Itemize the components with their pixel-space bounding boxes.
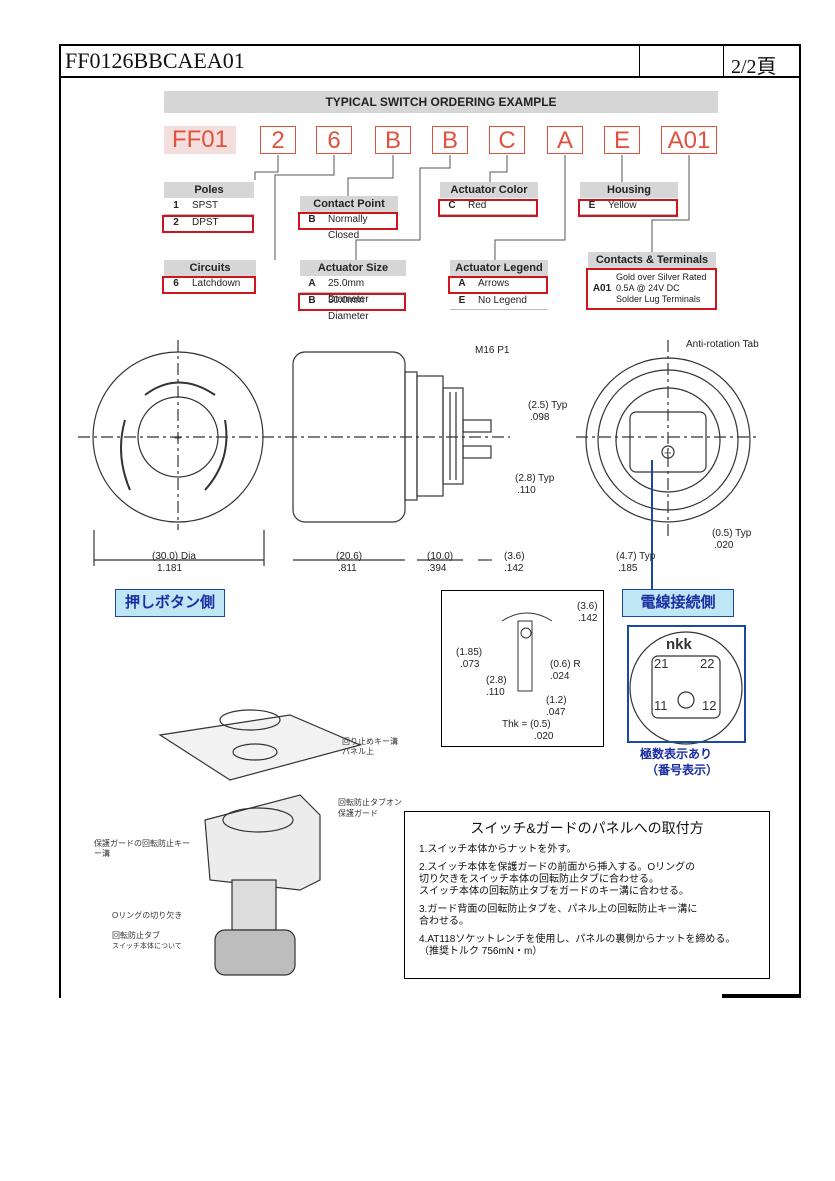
step-2c: スイッチ本体の回転防止タブをガードのキー溝に合わせる。	[419, 886, 689, 897]
label-anti-rot-tab-2: 回転防止タブ	[112, 931, 160, 940]
actuator-color-highlight	[438, 199, 538, 217]
code-series: FF01	[164, 126, 236, 154]
step-4b: （推奨トルク 756mN・m）	[419, 946, 543, 957]
dim-terminal-gap: (2.5) Typ	[528, 400, 568, 411]
lug-d06-in: .024	[550, 671, 570, 682]
wire-side-label: 電線接続側	[622, 589, 734, 617]
terminal-detail-box	[627, 625, 746, 743]
terminal-12: 12	[702, 698, 717, 713]
svg-text:+: +	[664, 445, 672, 460]
dim-body-length: (20.6)	[336, 551, 363, 562]
dim-thread: M16 P1	[475, 345, 510, 356]
step-2b: 切り欠きをスイッチ本体の回転防止タブに合わせる。	[419, 874, 659, 885]
dim-terminal-length: (3.6)	[504, 551, 525, 562]
dim-terminal-width: (2.8) Typ	[515, 473, 555, 484]
dim-thread-length: (10.0)	[427, 551, 454, 562]
dim-diameter-in: 1.181	[157, 563, 183, 574]
dim-body-length-in: .811	[338, 563, 357, 574]
contact-point-highlight	[298, 212, 398, 230]
document-number: FF0126BBCAEA01	[65, 48, 245, 73]
lug-d06: (0.6) R	[550, 659, 581, 670]
label-guard-key-2: ー溝	[94, 849, 110, 858]
bottom-rule	[722, 994, 799, 998]
title-block: FF0126BBCAEA01 2/2頁	[59, 44, 799, 78]
lug-detail-box: (3.6) .142 (1.85) .073 (0.6) R .024 (2.8…	[441, 590, 604, 747]
lug-thk-in: .020	[534, 731, 554, 742]
actuator-legend-highlight	[448, 276, 548, 294]
actuator-size-highlight	[298, 293, 406, 311]
label-panel: パネル上	[342, 747, 374, 756]
document-frame	[59, 44, 801, 998]
code-poles: 2	[260, 126, 296, 154]
terminal-11: 11	[654, 698, 668, 713]
dim-anti-rotation: Anti-rotation Tab	[686, 339, 759, 350]
lug-d36-in: .142	[578, 613, 598, 624]
code-actuator-legend: A	[547, 126, 583, 154]
dim-terminal-thk-in: .020	[714, 540, 734, 551]
code-circuits: 6	[316, 126, 352, 154]
dim-terminal-pitch: (4.7) Typ	[616, 551, 656, 562]
code-actuator-color: C	[489, 126, 525, 154]
dim-thread-length-in: .394	[427, 563, 447, 574]
step-3: 3.ガード背面の回転防止タブを、パネル上の回転防止キー溝に	[419, 904, 698, 915]
dim-terminal-pitch-in: .185	[618, 563, 638, 574]
code-housing: E	[604, 126, 640, 154]
label-guard: 保護ガード	[338, 809, 378, 818]
nkk-logo: nkk	[666, 636, 692, 653]
lug-d12-in: .047	[546, 707, 566, 718]
ordering-title: TYPICAL SWITCH ORDERING EXAMPLE	[164, 91, 718, 113]
circuits-highlight	[162, 276, 256, 294]
label-key-groove: 回り止めキー溝	[342, 737, 398, 746]
label-anti-rot-tab: 回転防止タブオン	[338, 798, 402, 807]
dim-terminal-width-in: .110	[517, 485, 536, 496]
polarity-label: 極数表示あり	[640, 747, 713, 761]
step-4: 4.AT118ソケットレンチを使用し、パネルの裏側からナットを締める。	[419, 934, 736, 945]
step-1: 1.スイッチ本体からナットを外す。	[419, 844, 577, 855]
dim-diameter: (30.0) Dia	[152, 551, 196, 562]
label-guard-key: 保護ガードの回転防止キー	[94, 839, 190, 848]
housing-highlight	[578, 199, 678, 217]
lug-d28: (2.8)	[486, 675, 507, 686]
lug-d185-in: .073	[460, 659, 480, 670]
push-side-label: 押しボタン側	[115, 589, 225, 617]
polarity-label-2: （番号表示）	[646, 763, 719, 777]
label-oring-notch: Oリングの切り欠き	[112, 911, 183, 920]
contacts-table: Contacts & Terminals A01 Gold over Silve…	[588, 252, 716, 308]
svg-text:+: +	[174, 430, 182, 445]
terminal-21: 21	[654, 656, 669, 671]
code-contact-point: B	[375, 126, 411, 154]
code-contacts: A01	[661, 126, 717, 154]
poles-highlight	[162, 215, 254, 233]
step-3b: 合わせる。	[419, 916, 469, 927]
code-actuator-size: B	[432, 126, 468, 154]
dim-terminal-gap-in: .098	[530, 412, 550, 423]
instructions-title: スイッチ&ガードのパネルへの取付方	[470, 820, 704, 836]
dim-terminal-length-in: .142	[504, 563, 524, 574]
terminal-22: 22	[700, 656, 715, 671]
lug-thk: Thk = (0.5)	[502, 719, 551, 730]
page-number: 2/2頁	[731, 56, 777, 78]
dim-terminal-thk: (0.5) Typ	[712, 528, 752, 539]
mounting-instructions: スイッチ&ガードのパネルへの取付方 1.スイッチ本体からナットを外す。 2.スイ…	[404, 811, 770, 979]
label-switch-body: スイッチ本体について	[112, 943, 182, 950]
lug-d12: (1.2)	[546, 695, 567, 706]
step-2: 2.スイッチ本体を保護ガードの前面から挿入する。Oリングの	[419, 862, 696, 873]
contacts-highlight	[586, 268, 717, 310]
lug-d28-in: .110	[486, 687, 505, 698]
lug-d36: (3.6)	[577, 601, 598, 612]
lug-d185: (1.85)	[456, 647, 483, 658]
